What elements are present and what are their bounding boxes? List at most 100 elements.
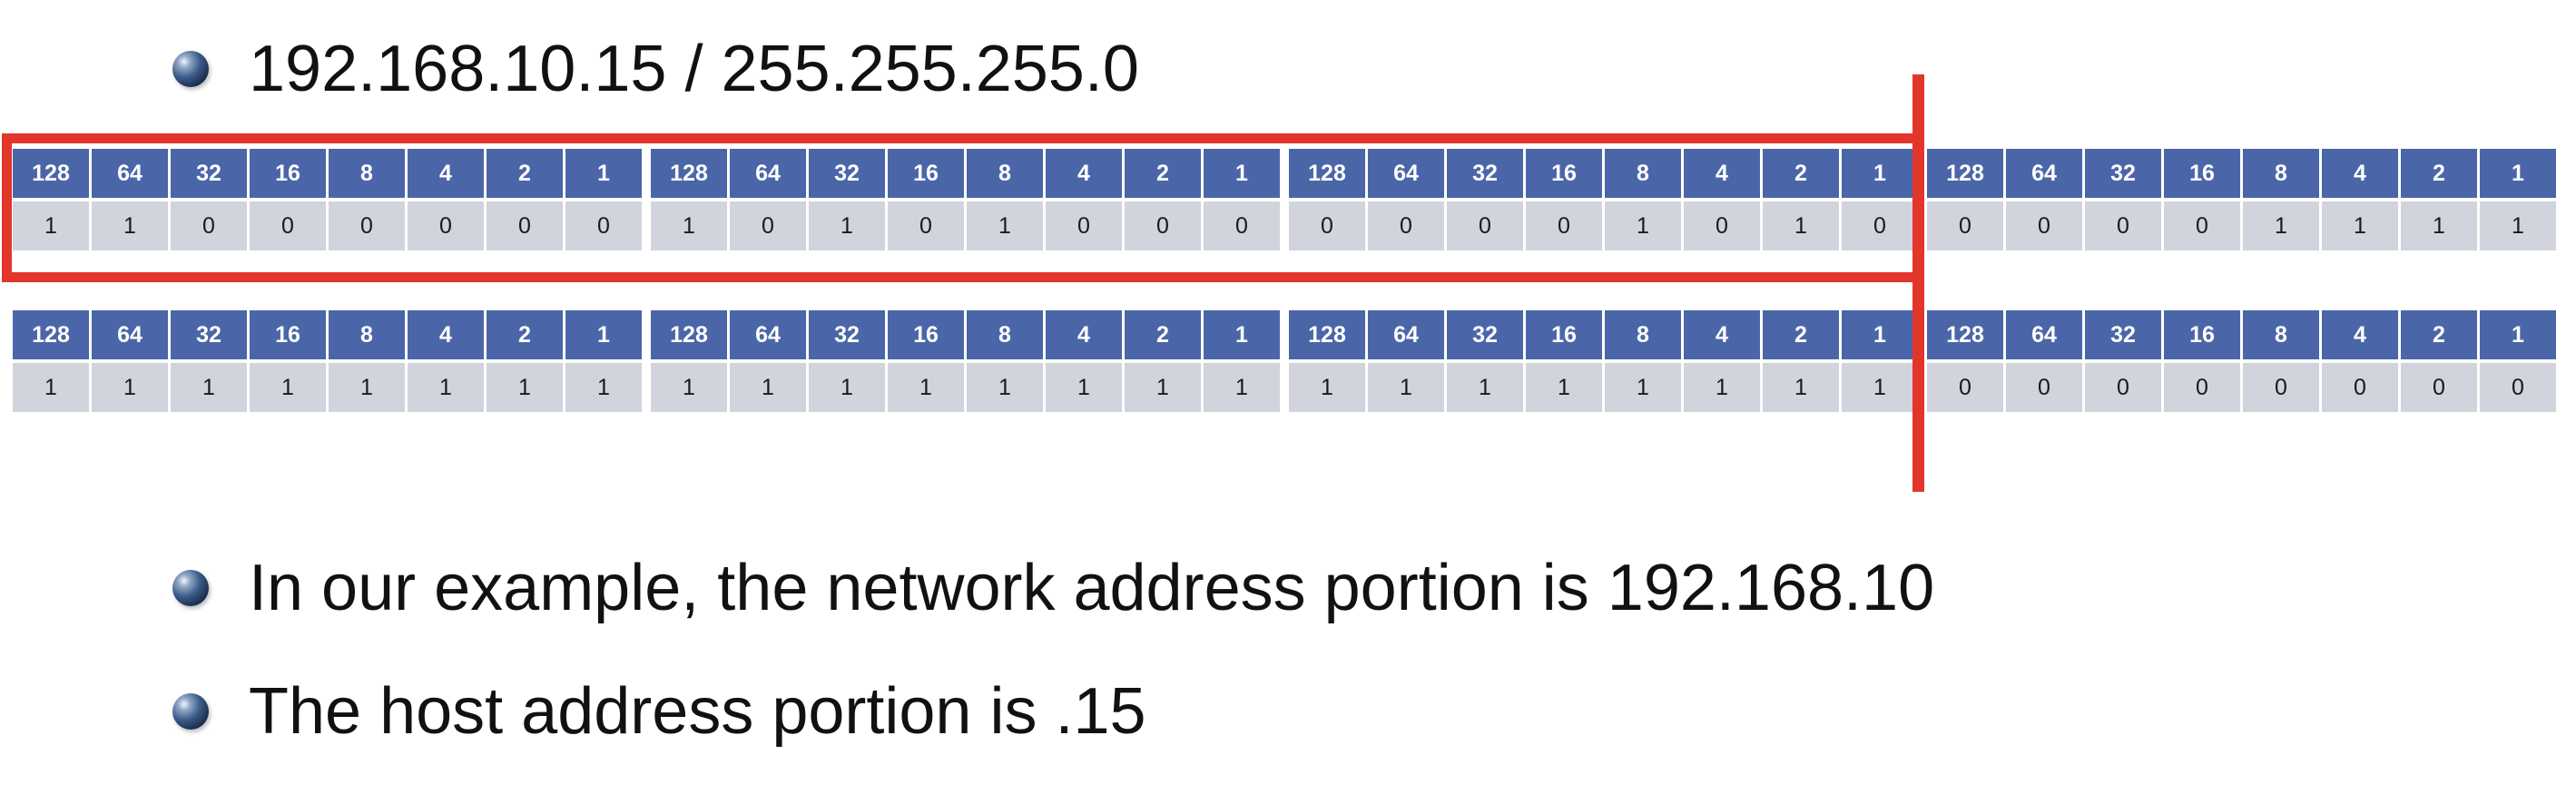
bit-weight-cell: 32 (809, 310, 885, 359)
bit-value-cell: 1 (250, 363, 326, 412)
bit-weight-cell: 128 (1289, 149, 1365, 198)
bit-weight-cell: 1 (2480, 310, 2556, 359)
bit-weight-cell: 8 (2243, 149, 2319, 198)
bit-weight-cell: 64 (92, 310, 168, 359)
bit-value-cell: 0 (2322, 363, 2398, 412)
bit-weight-cell: 2 (487, 310, 563, 359)
bit-weight-cell: 1 (1204, 149, 1280, 198)
bit-value-cell: 1 (13, 201, 89, 250)
bit-value-cell: 1 (967, 201, 1043, 250)
bit-value-cell: 0 (1842, 201, 1918, 250)
bit-weight-cell: 32 (171, 310, 247, 359)
sphere-bullet-icon (172, 570, 209, 606)
bit-weight-cell: 128 (651, 310, 727, 359)
bit-weight-cell: 2 (1125, 310, 1201, 359)
bit-value-cell: 1 (1842, 363, 1918, 412)
bit-weight-cell: 128 (651, 149, 727, 198)
bit-value-cell: 1 (171, 363, 247, 412)
bit-value-cell: 1 (1447, 363, 1523, 412)
bit-weight-cell: 16 (888, 310, 964, 359)
bit-value-cell: 0 (487, 201, 563, 250)
bit-value-cell: 0 (1447, 201, 1523, 250)
bit-value-cell: 1 (1125, 363, 1201, 412)
bit-weight-cell: 64 (2006, 310, 2082, 359)
bit-weight-cell: 4 (2322, 149, 2398, 198)
bit-value-cell: 1 (2322, 201, 2398, 250)
bit-weight-cell: 1 (1842, 149, 1918, 198)
bit-value-cell: 1 (730, 363, 806, 412)
bit-value-cell: 0 (1046, 201, 1122, 250)
bit-weight-cell: 64 (1368, 149, 1444, 198)
bit-value-cell: 0 (171, 201, 247, 250)
bit-weight-cell: 4 (1046, 149, 1122, 198)
bit-value-cell: 1 (1526, 363, 1602, 412)
bit-value-cell: 0 (408, 201, 484, 250)
bit-weight-cell: 2 (1763, 149, 1839, 198)
bit-weight-cell: 32 (2085, 149, 2161, 198)
bit-weight-cell: 1 (1842, 310, 1918, 359)
bit-weight-cell: 32 (1447, 149, 1523, 198)
bit-value-cell: 0 (1204, 201, 1280, 250)
bit-weight-cell: 64 (730, 310, 806, 359)
bit-value-cell: 1 (1204, 363, 1280, 412)
bit-weight-cell: 1 (565, 310, 642, 359)
bit-value-cell: 0 (2243, 363, 2319, 412)
bit-value-cell: 0 (888, 201, 964, 250)
bit-weight-cell: 1 (2480, 149, 2556, 198)
bit-weight-cell: 32 (809, 149, 885, 198)
bit-weight-cell: 128 (13, 310, 89, 359)
bit-weight-cell: 4 (1684, 310, 1760, 359)
ip-mask-text: 192.168.10.15 / 255.255.255.0 (249, 33, 1139, 105)
bit-weight-cell: 16 (1526, 310, 1602, 359)
bit-value-cell: 0 (1927, 363, 2003, 412)
bullet-network-portion: In our example, the network address port… (172, 555, 1934, 621)
bullet-ip-mask: 192.168.10.15 / 255.255.255.0 (172, 36, 1139, 102)
bit-weight-cell: 64 (2006, 149, 2082, 198)
bit-weight-cell: 16 (250, 149, 326, 198)
bit-value-cell: 0 (1289, 201, 1365, 250)
bit-weight-cell: 16 (888, 149, 964, 198)
bit-value-cell: 1 (967, 363, 1043, 412)
bit-value-cell: 1 (1605, 201, 1681, 250)
bit-weight-cell: 2 (1125, 149, 1201, 198)
bit-weight-cell: 2 (1763, 310, 1839, 359)
bit-weight-cell: 4 (1684, 149, 1760, 198)
bit-value-cell: 0 (2401, 363, 2477, 412)
network-host-divider (1912, 74, 1924, 492)
bit-value-cell: 0 (565, 201, 642, 250)
bit-weight-cell: 8 (2243, 310, 2319, 359)
bit-weight-cell: 128 (1289, 310, 1365, 359)
bit-weight-cell: 128 (1927, 310, 2003, 359)
bit-weight-cell: 128 (13, 149, 89, 198)
bit-weight-cell: 2 (2401, 310, 2477, 359)
bit-value-cell: 1 (408, 363, 484, 412)
bit-value-cell: 0 (1526, 201, 1602, 250)
bit-value-cell: 1 (13, 363, 89, 412)
bit-weight-cell: 8 (967, 149, 1043, 198)
bit-value-cell: 0 (1368, 201, 1444, 250)
bit-value-cell: 1 (1763, 363, 1839, 412)
bit-value-cell: 0 (2085, 201, 2161, 250)
bit-weight-cell: 4 (2322, 310, 2398, 359)
bit-value-cell: 0 (2085, 363, 2161, 412)
bit-value-cell: 1 (92, 201, 168, 250)
bit-value-cell: 1 (565, 363, 642, 412)
bit-value-cell: 1 (1368, 363, 1444, 412)
bit-value-cell: 1 (651, 363, 727, 412)
bit-weight-cell: 32 (2085, 310, 2161, 359)
bit-value-cell: 0 (2480, 363, 2556, 412)
bit-value-cell: 1 (2243, 201, 2319, 250)
bit-value-cell: 1 (2401, 201, 2477, 250)
bit-value-cell: 0 (329, 201, 405, 250)
bit-value-cell: 1 (888, 363, 964, 412)
bit-weight-cell: 1 (1204, 310, 1280, 359)
bit-weight-cell: 64 (92, 149, 168, 198)
bit-weight-cell: 128 (1927, 149, 2003, 198)
